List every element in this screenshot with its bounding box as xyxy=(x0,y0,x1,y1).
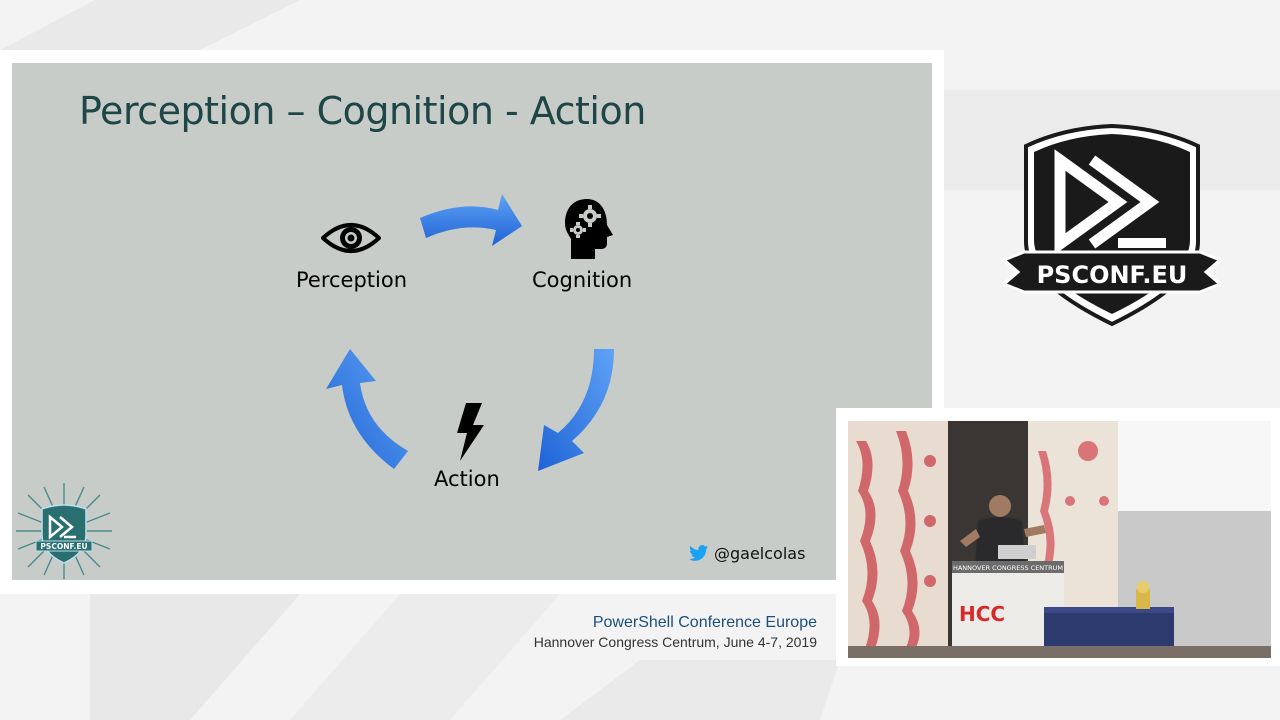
psconf-logo: PSCONF.EU xyxy=(1001,123,1223,327)
arrow-cognition-to-action xyxy=(538,349,614,471)
podium-logo-text: HCC xyxy=(959,602,1005,626)
twitter-icon xyxy=(689,545,709,561)
arrow-perception-to-cognition xyxy=(420,194,522,246)
psconf-slide-logo: PSCONF.EU xyxy=(16,483,112,579)
cognition-label: Cognition xyxy=(532,268,633,292)
slide-logo-text: PSCONF.EU xyxy=(40,542,87,551)
twitter-handle-text: @gaelcolas xyxy=(714,544,806,563)
lightning-bolt-icon xyxy=(457,403,484,461)
eye-icon xyxy=(321,223,381,253)
speaker-video-scene: HANNOVER CONGRESS CENTRUM HCC xyxy=(848,421,1271,658)
twitter-handle: @gaelcolas xyxy=(689,544,805,563)
presentation-slide: Perception – Cognition - Action Percepti… xyxy=(12,63,932,580)
conference-footer: PowerShell Conference Europe Hannover Co… xyxy=(534,612,817,650)
conference-venue-date: Hannover Congress Centrum, June 4-7, 201… xyxy=(533,634,817,650)
conference-title: PowerShell Conference Europe xyxy=(592,614,817,631)
arrow-action-to-perception xyxy=(326,349,408,469)
logo-text: PSCONF.EU xyxy=(1037,261,1188,289)
speaker-video: HANNOVER CONGRESS CENTRUM HCC xyxy=(848,421,1271,658)
action-label: Action xyxy=(434,467,500,491)
podium-banner-text: HANNOVER CONGRESS CENTRUM xyxy=(953,564,1063,572)
head-gears-icon xyxy=(565,199,613,259)
perception-label: Perception xyxy=(296,268,408,292)
slide-title: Perception – Cognition - Action xyxy=(79,89,646,133)
